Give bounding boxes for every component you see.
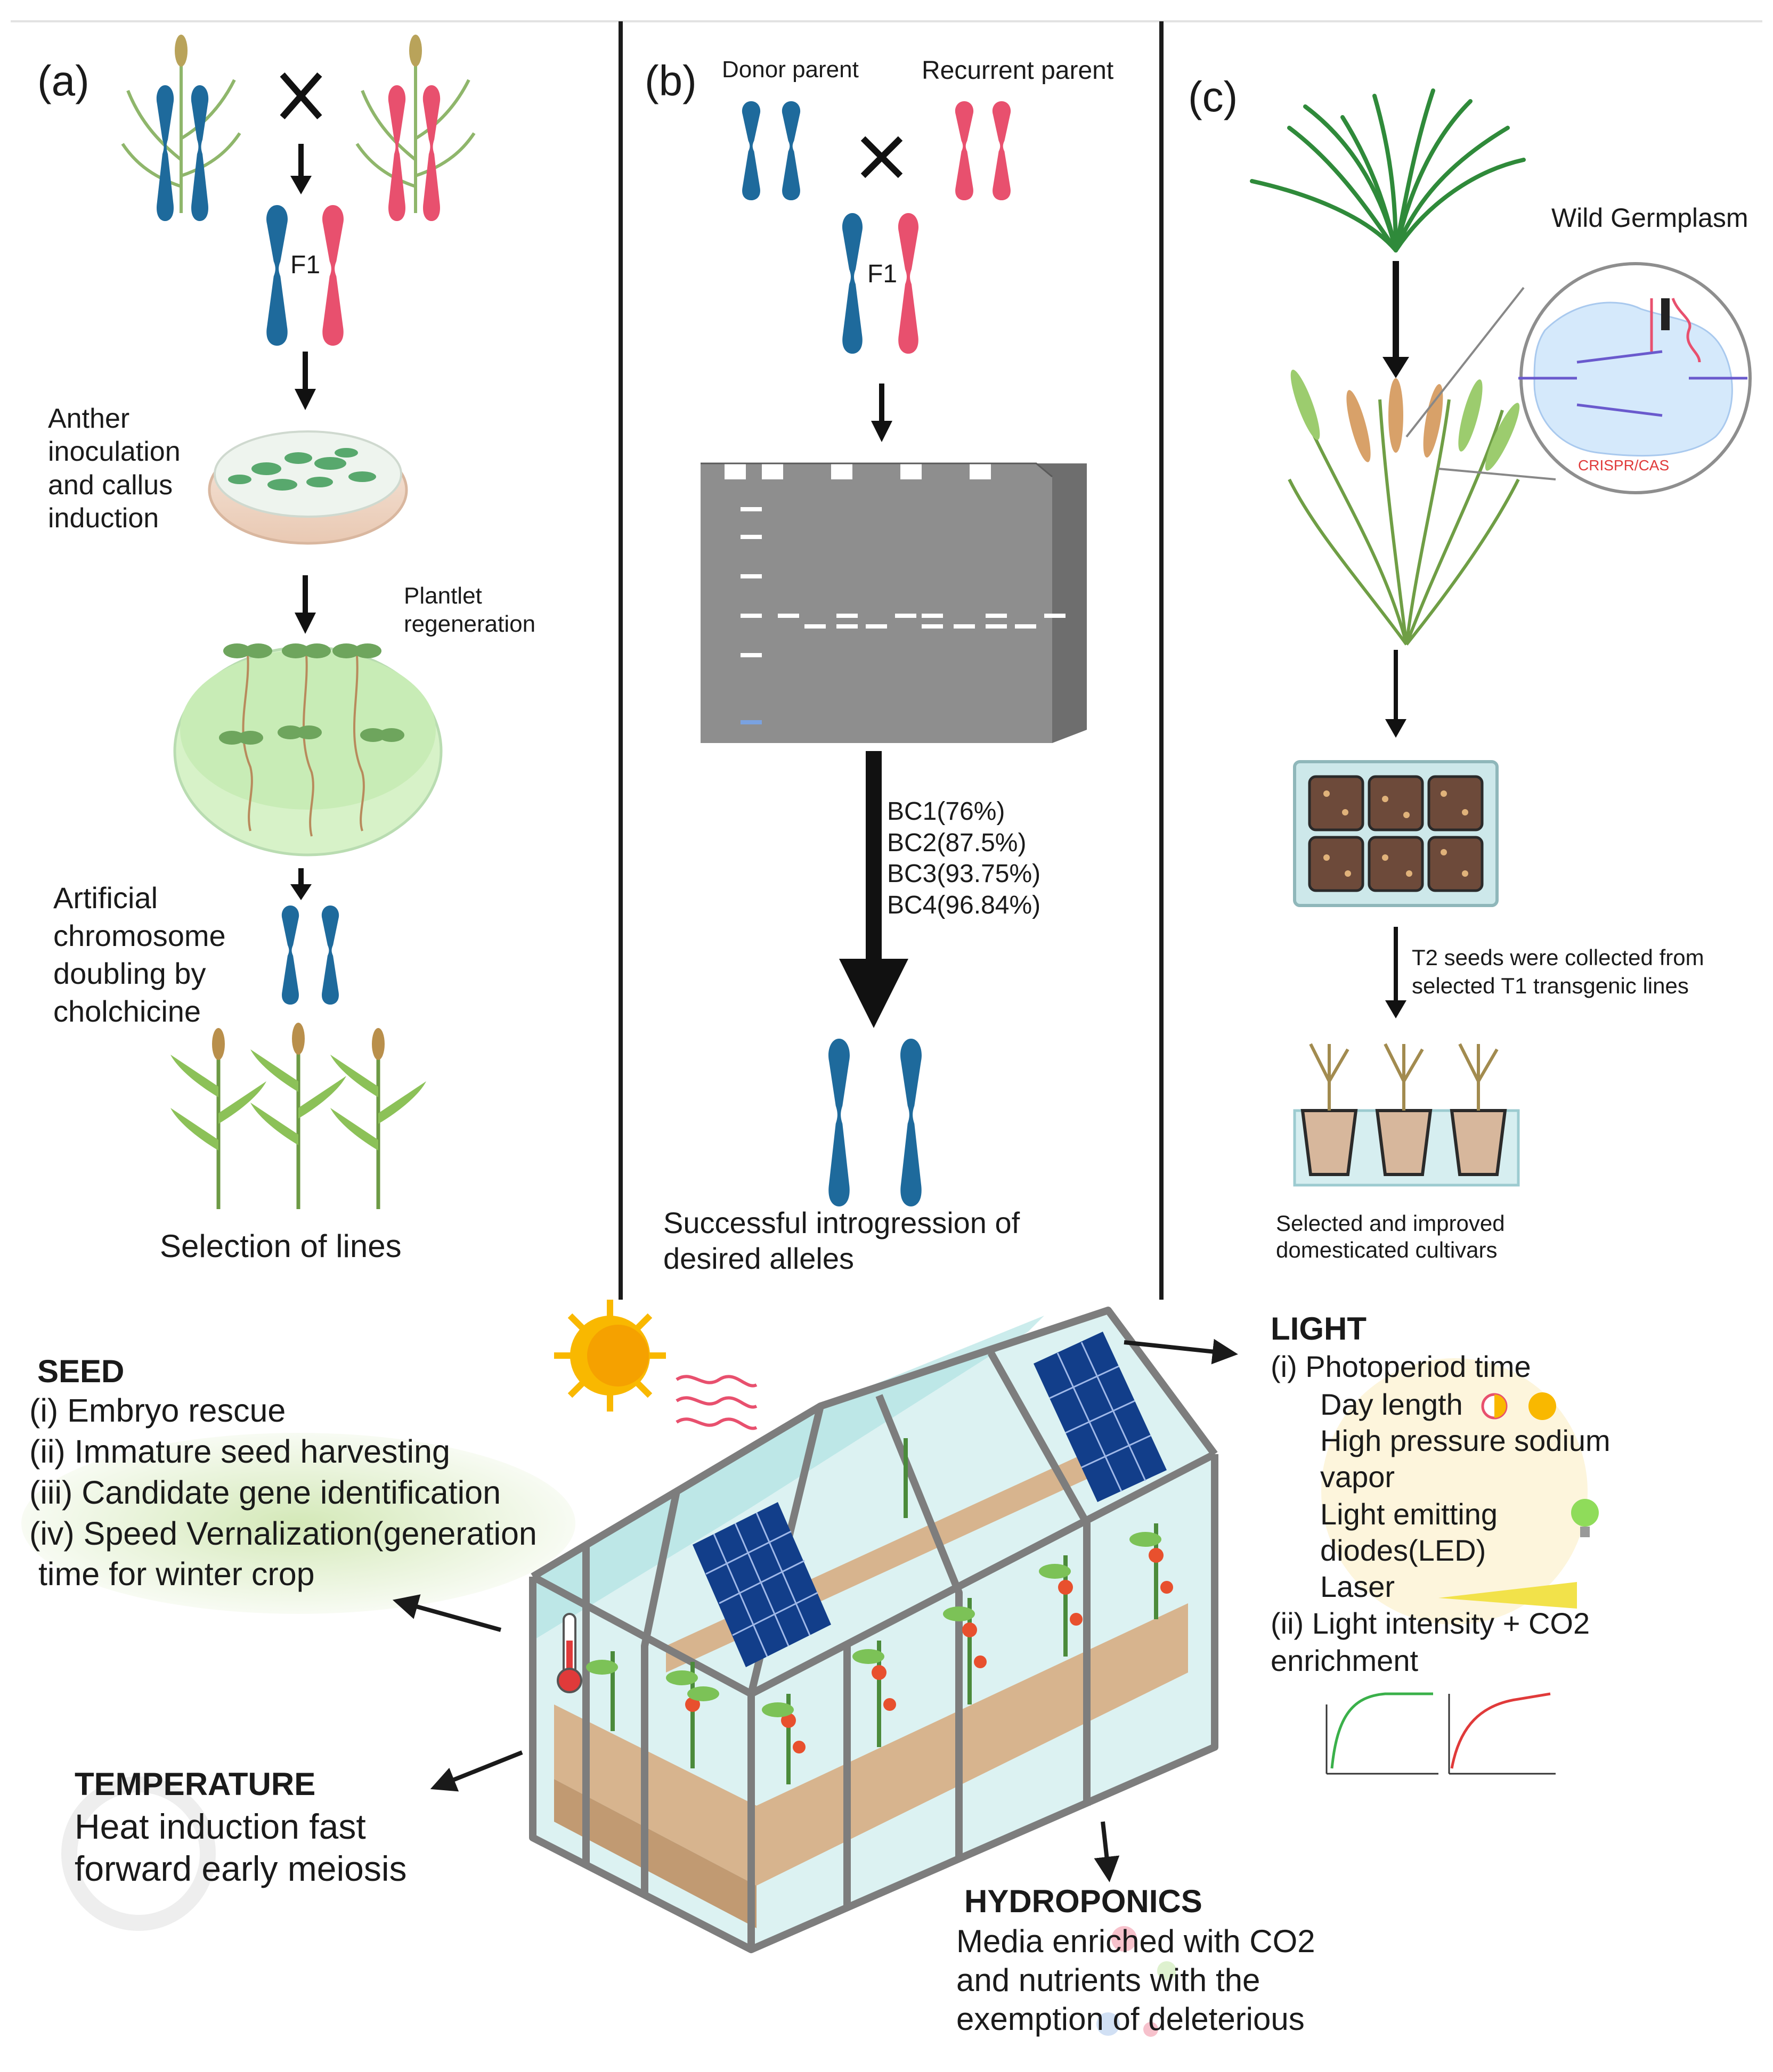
hydroponics-bubbles xyxy=(1096,1926,1176,2037)
backcross-bc3: BC3(93.75%) xyxy=(887,860,1041,888)
light-intensity-plot xyxy=(1325,1692,1438,1775)
panel-c-lower-art xyxy=(1293,650,1520,1187)
light-title: LIGHT xyxy=(1271,1311,1367,1347)
seed-list: (i) Embryo rescue (ii) Immature seed har… xyxy=(29,1390,537,1595)
hydroponics-line-3: exemption of deleterious xyxy=(956,2001,1305,2037)
step-anther-line-1: Anther xyxy=(48,403,130,434)
step-doubling-line-4: cholchicine xyxy=(53,994,201,1029)
light-item-diodes: diodes(LED) xyxy=(1320,1533,1486,1567)
step-doubling-text: Artificial chromosome doubling by cholch… xyxy=(53,879,226,1030)
backcross-bc4: BC4(96.84%) xyxy=(887,891,1041,919)
introgression-line-1: Successful introgression of xyxy=(663,1206,1020,1239)
light-item-photoperiod: (i) Photoperiod time xyxy=(1271,1350,1531,1383)
wild-germplasm-label: Wild Germplasm xyxy=(1551,203,1748,233)
step-anther-line-3: and callus xyxy=(48,469,173,501)
light-item-enrichment: enrichment xyxy=(1271,1644,1419,1677)
light-glow xyxy=(1321,1358,1599,1625)
panel-c-label: (c) xyxy=(1188,73,1238,120)
panel-a-f1-label: F1 xyxy=(290,251,321,279)
cultivars-line-1: Selected and improved xyxy=(1276,1211,1505,1236)
recurrent-parent-label: Recurrent parent xyxy=(922,56,1114,85)
step-plantlet-line-1: Plantlet xyxy=(404,583,482,609)
co2-plot xyxy=(1448,1692,1556,1775)
step-doubling-line-2: chromosome xyxy=(53,919,226,953)
backcross-bc2: BC2(87.5%) xyxy=(887,828,1027,857)
light-item-vapor: vapor xyxy=(1320,1460,1395,1494)
step-anther-line-4: induction xyxy=(48,503,159,534)
light-item-day-length: Day length xyxy=(1320,1388,1463,1421)
step-anther-line-2: inoculation xyxy=(48,436,181,468)
step-doubling-line-3: doubling by xyxy=(53,957,206,991)
seed-background-blob xyxy=(21,1433,575,1614)
temperature-line-1: Heat induction fast xyxy=(75,1807,366,1846)
step-plantlet-text: Plantlet regeneration xyxy=(404,582,535,639)
introgression-line-2: desired alleles xyxy=(663,1242,854,1276)
seed-item-1: (i) Embryo rescue xyxy=(29,1392,286,1429)
panel-b-f1-label: F1 xyxy=(867,260,898,288)
donor-parent-label: Donor parent xyxy=(722,56,859,83)
panel-c-art xyxy=(1250,88,1752,646)
hydroponics-text: Media enriched with CO2 and nutrients wi… xyxy=(956,1922,1315,2039)
seed-item-2: (ii) Immature seed harvesting xyxy=(29,1433,450,1470)
hydroponics-line-1: Media enriched with CO2 xyxy=(956,1923,1315,1959)
seed-item-5: time for winter crop xyxy=(29,1556,315,1593)
step-anther-text: Anther inoculation and callus induction xyxy=(48,402,181,535)
step-selection-text: Selection of lines xyxy=(160,1228,402,1264)
light-item-led: Light emitting xyxy=(1320,1497,1498,1531)
panel-b-label: (b) xyxy=(645,57,697,104)
greenhouse-illustration xyxy=(529,1307,1218,1953)
light-item-laser: Laser xyxy=(1320,1570,1395,1603)
sun-icon xyxy=(554,1300,666,1412)
solar-panel-icon xyxy=(693,1502,831,1667)
backcross-list: BC1(76%) BC2(87.5%) BC3(93.75%) BC4(96.8… xyxy=(887,796,1040,921)
solar-panel-icon-2 xyxy=(1034,1332,1167,1502)
cultivars-line-2: domesticated cultivars xyxy=(1276,1237,1498,1263)
light-item-hps: High pressure sodium xyxy=(1320,1424,1611,1457)
temperature-line-2: forward early meiosis xyxy=(75,1849,407,1889)
light-item-intensity: (ii) Light intensity + CO2 xyxy=(1271,1606,1590,1640)
seed-title: SEED xyxy=(37,1353,125,1389)
heat-waves-icon xyxy=(676,1375,758,1430)
panel-a-art xyxy=(121,35,476,1209)
seed-item-3: (iii) Candidate gene identification xyxy=(29,1474,501,1511)
panel-a-label: (a) xyxy=(37,57,90,104)
t2-seeds-text: T2 seeds were collected from selected T1… xyxy=(1412,944,1704,1000)
temperature-text: Heat induction fast forward early meiosi… xyxy=(75,1806,407,1890)
hydroponics-line-2: and nutrients with the xyxy=(956,1962,1260,1998)
thermometer-icon xyxy=(557,1613,582,1693)
step-doubling-line-1: Artificial xyxy=(53,881,158,915)
step-plantlet-line-2: regeneration xyxy=(404,610,536,637)
seed-item-4: (iv) Speed Vernalization(generation xyxy=(29,1515,537,1552)
introgression-result-text: Successful introgression of desired alle… xyxy=(663,1205,1020,1276)
hydroponics-title: HYDROPONICS xyxy=(964,1883,1202,1919)
t2-line-1: T2 seeds were collected from xyxy=(1412,945,1704,970)
crispr-label: CRISPR/CAS xyxy=(1578,457,1670,474)
t2-line-2: selected T1 transgenic lines xyxy=(1412,973,1689,998)
temperature-title: TEMPERATURE xyxy=(75,1766,316,1802)
panel-b-art xyxy=(701,101,1087,1206)
cultivars-text: Selected and improved domesticated culti… xyxy=(1276,1210,1505,1264)
backcross-bc1: BC1(76%) xyxy=(887,797,1005,826)
